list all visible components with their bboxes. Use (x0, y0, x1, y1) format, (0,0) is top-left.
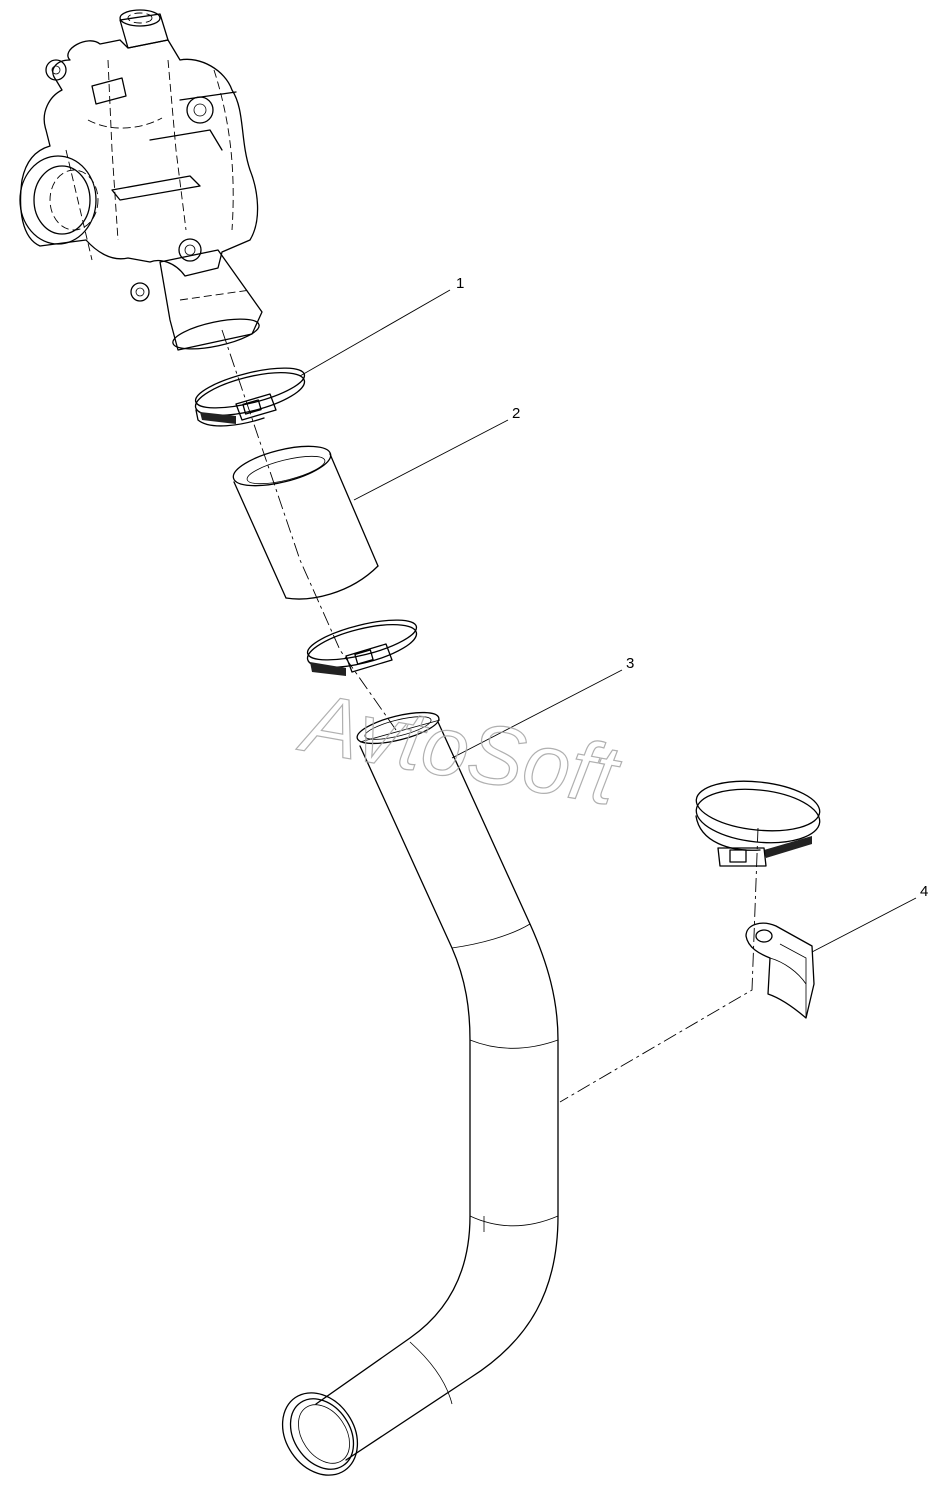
water-pump-housing-icon (19, 9, 263, 351)
coolant-pipe-icon (281, 711, 559, 1476)
hose-clamp-upper-icon (194, 367, 306, 427)
assembly-axis-line (221, 329, 397, 731)
callout-2: 2 (512, 405, 520, 422)
bracket-axis-line (559, 827, 759, 1103)
leader-line-2 (353, 419, 509, 501)
pipe-bracket-icon (745, 922, 815, 1019)
hose-sleeve-icon (232, 445, 379, 600)
callout-3: 3 (626, 655, 634, 672)
hose-clamp-lower-icon (306, 619, 418, 676)
bracket-clamp-icon (695, 780, 821, 867)
watermark: AvtoSoft (292, 674, 628, 823)
leader-line-3 (451, 669, 623, 759)
callout-1: 1 (456, 275, 464, 292)
callout-4: 4 (920, 883, 928, 900)
leader-line-1 (299, 289, 451, 377)
leader-line-4 (811, 897, 917, 953)
